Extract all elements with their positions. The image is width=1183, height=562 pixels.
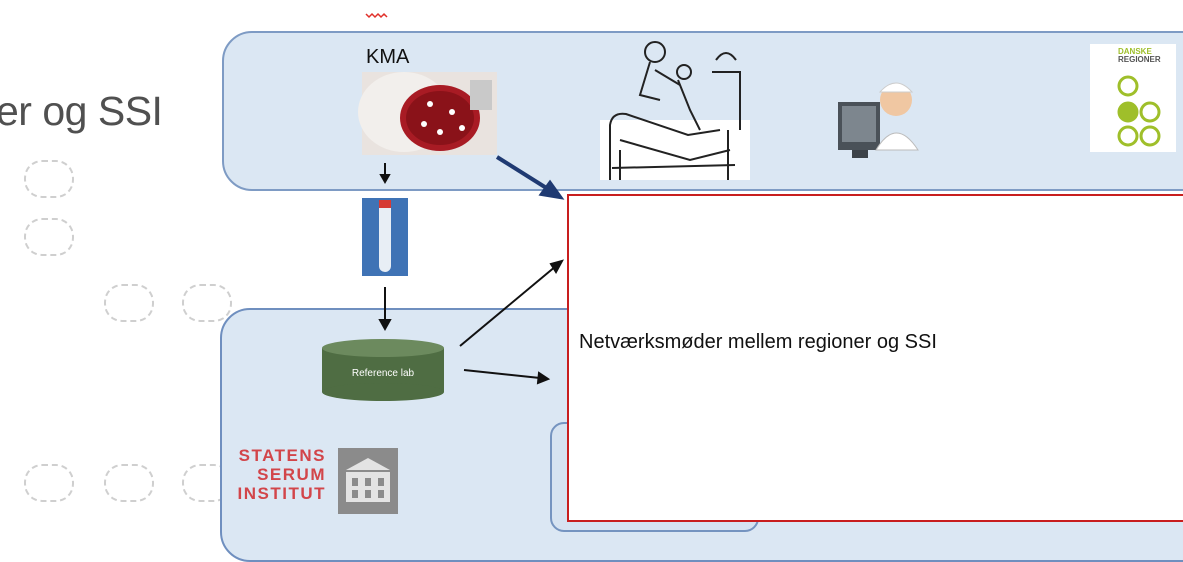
placeholder-bubble	[24, 218, 74, 256]
reference-lab-cylinder: Reference lab	[322, 339, 444, 401]
ssi-logo-text: STATENS SERUM INSTITUT	[226, 446, 326, 503]
placeholder-bubble	[104, 464, 154, 502]
ssi-logo-line2: SERUM	[257, 465, 326, 484]
test-tube-icon	[362, 198, 408, 276]
placeholder-bubble	[182, 284, 232, 322]
placeholder-bubble	[24, 464, 74, 502]
doctor-computer-icon	[838, 82, 919, 158]
regioner-logo-line1: DANSKE	[1118, 47, 1152, 56]
spellcheck-squiggle	[365, 12, 388, 19]
regioner-logo-line2: REGIONER	[1118, 55, 1161, 64]
regioner-circles-icon	[1117, 75, 1161, 147]
kma-to-popup-arrow	[495, 155, 565, 200]
popup-text: Netværksmøder mellem regioner og SSI	[579, 331, 937, 353]
regioner-logo: DANSKE REGIONER	[1090, 44, 1176, 152]
building-icon	[338, 448, 398, 514]
ssi-logo-line3: INSTITUT	[237, 484, 326, 503]
diagram-graphics: Reference lab	[322, 12, 1176, 514]
reference-lab-label: Reference lab	[352, 368, 415, 379]
network-meetings-popup[interactable]: Netværksmøder mellem regioner og SSI	[567, 194, 1183, 522]
hospital-bed-icon	[600, 41, 750, 180]
background-title: er og SSI	[0, 88, 163, 134]
placeholder-bubble	[24, 160, 74, 198]
ssi-logo-line1: STATENS	[238, 446, 326, 465]
petri-dish-icon	[358, 72, 497, 155]
kma-label: KMA	[366, 46, 410, 68]
flow-arrows	[378, 163, 565, 385]
placeholder-bubble	[104, 284, 154, 322]
